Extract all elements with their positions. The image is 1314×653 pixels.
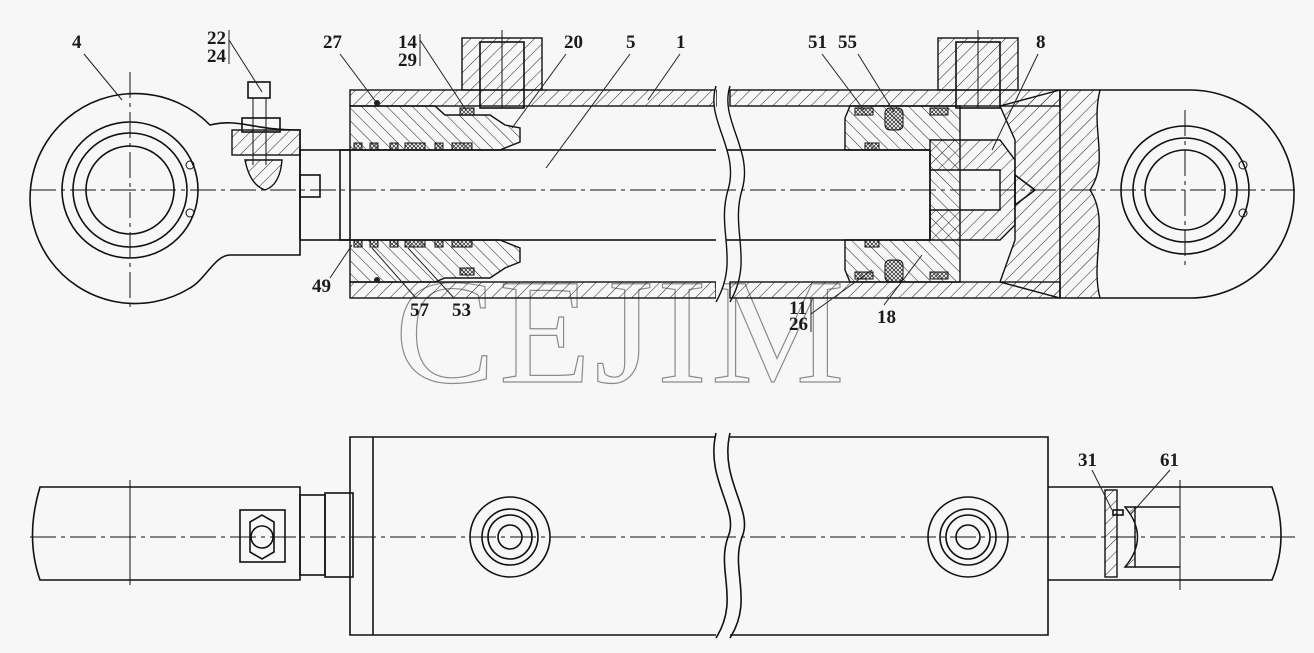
- callout-49: 49: [312, 276, 331, 297]
- callout-26: 26: [789, 314, 808, 335]
- callout-53: 53: [452, 300, 471, 321]
- callout-27: 27: [323, 32, 343, 53]
- callout-57: 57: [410, 300, 430, 321]
- callout-51: 51: [808, 32, 827, 53]
- callout-8: 8: [1036, 32, 1046, 53]
- port-left: [461, 30, 543, 109]
- callout-55: 55: [838, 32, 857, 53]
- callout-1: 1: [676, 32, 686, 53]
- rod-eye-left: [29, 81, 351, 305]
- detail-section: [1104, 480, 1181, 590]
- gland: [349, 100, 521, 283]
- callout-31: 31: [1078, 450, 1097, 471]
- piston: [844, 105, 1037, 283]
- callout-22: 22: [207, 28, 226, 49]
- callout-29: 29: [398, 50, 417, 71]
- callout-5: 5: [626, 32, 636, 53]
- piston-rod: [339, 149, 931, 241]
- grease-nipple-hex: [239, 509, 286, 563]
- exterior-view: [30, 432, 1295, 639]
- callout-24: 24: [207, 46, 227, 67]
- clevis-right: [999, 89, 1295, 299]
- callout-4: 4: [72, 32, 82, 53]
- callout-11: 11: [789, 298, 807, 319]
- callout-14: 14: [398, 32, 418, 53]
- callout-18: 18: [877, 307, 896, 328]
- port-right: [937, 30, 1019, 109]
- callout-61: 61: [1160, 450, 1179, 471]
- section-view: [29, 30, 1295, 310]
- callout-20: 20: [564, 32, 583, 53]
- callouts: 4 22 24 27 14 29 20 5 1 51 55 8 49 57 53…: [72, 28, 1179, 516]
